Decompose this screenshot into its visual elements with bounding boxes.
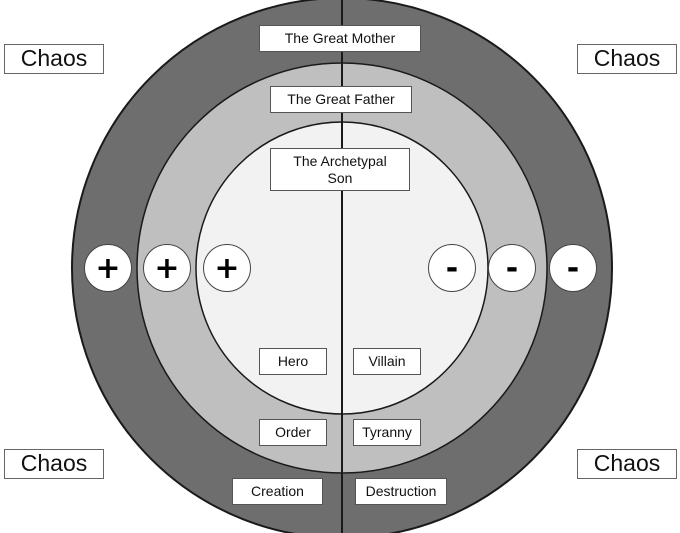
plus-sign-inner: + [203,244,251,292]
chaos-label-bottom-right: Chaos [577,449,677,479]
villain-label: Villain [353,348,421,375]
minus-sign-inner: - [428,244,476,292]
great-father-label: The Great Father [270,86,412,113]
hero-label: Hero [259,348,327,375]
chaos-label-top-right: Chaos [577,44,677,74]
destruction-label: Destruction [355,478,447,505]
great-mother-label: The Great Mother [259,25,421,52]
minus-sign-middle: - [488,244,536,292]
chaos-label-bottom-left: Chaos [4,449,104,479]
plus-sign-outer: + [84,244,132,292]
tyranny-label: Tyranny [353,419,421,446]
chaos-label-top-left: Chaos [4,44,104,74]
archetypal-son-label: The Archetypal Son [270,148,410,191]
minus-sign-outer: - [549,244,597,292]
creation-label: Creation [232,478,323,505]
order-label: Order [259,419,327,446]
plus-sign-middle: + [143,244,191,292]
